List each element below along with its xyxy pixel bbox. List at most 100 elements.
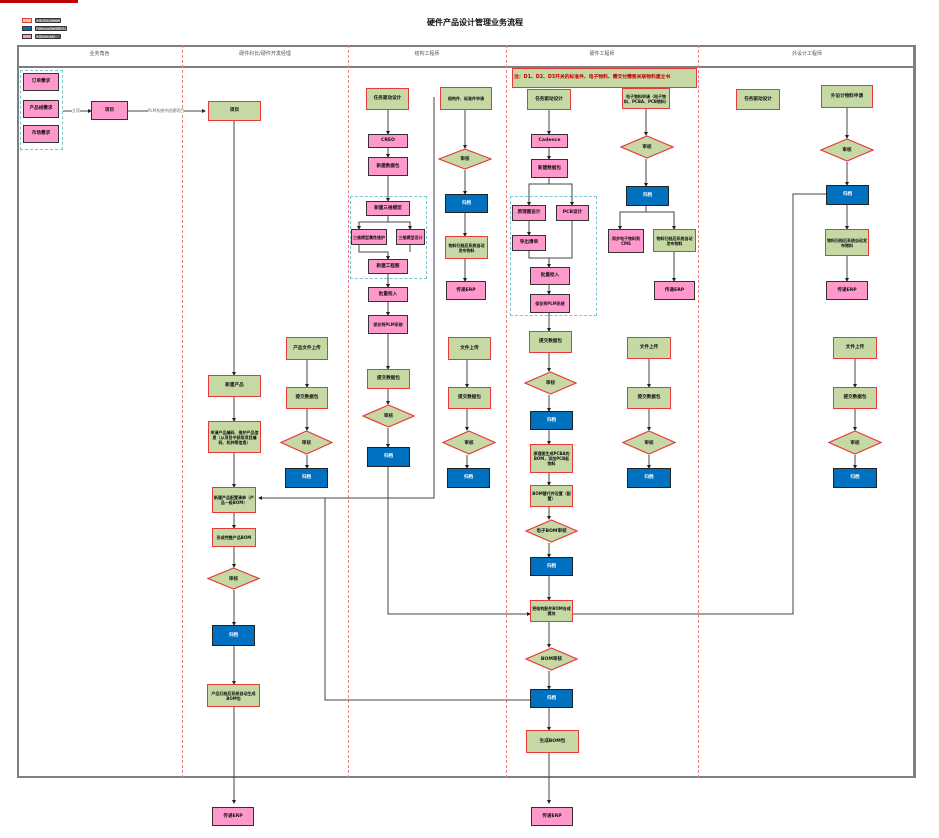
node-other-part-apply[interactable]: 外设计物料申请 [821, 85, 873, 108]
node-gen-pcba-bom[interactable]: 原理图生成PCBA的BOM，添加PCB板物料 [530, 444, 573, 473]
node-hw-checkin[interactable]: 批量检入 [530, 267, 570, 285]
lane-title-pm: 硬件科长/硬件开发经理 [239, 51, 291, 57]
node-new-3d-model[interactable]: 新建三维模型 [366, 201, 410, 216]
node-pm-review[interactable]: 审核 [207, 567, 260, 590]
node-hw-submit[interactable]: 提交数据包 [529, 331, 572, 353]
node-other-send-erp[interactable]: 传递ERP [826, 281, 868, 300]
node-project[interactable]: 项目 [208, 101, 261, 121]
node-mech-archive[interactable]: 归档 [367, 447, 410, 467]
node-hw-doc-submit[interactable]: 提交数据包 [627, 387, 671, 409]
node-3d-model-design[interactable]: 三维模型设计 [396, 229, 425, 245]
edge-other-to-merge [567, 193, 826, 616]
node-apply-product-code[interactable]: 申请产品编码、维护产品信息（从项目中获取项目编码、机种等信息） [208, 421, 261, 453]
node-other-doc-upload[interactable]: 文件上传 [833, 337, 877, 359]
node-mech-doc-review[interactable]: 审核 [442, 430, 496, 455]
node-auto-bom-package[interactable]: 产品归档后系统自动生成BOM包 [207, 684, 260, 707]
node-electronic-part-apply[interactable]: 电子物料申请（电子物料、PCBA、PCB物料） [622, 88, 670, 109]
legend-label: 业务活动/系统操作 [35, 17, 61, 23]
node-3d-attr-maintain[interactable]: 三维模型属性维护 [351, 229, 387, 245]
node-mech-submit[interactable]: 提交数据包 [367, 369, 410, 389]
node-mech-doc-upload[interactable]: 文件上传 [448, 337, 491, 360]
edge [358, 245, 390, 260]
node-hw-doc-archive[interactable]: 归档 [627, 468, 671, 488]
node-mech-new-package[interactable]: 新建数据包 [368, 157, 408, 176]
node-product-doc-review[interactable]: 审核 [280, 430, 333, 455]
node-other-doc-review[interactable]: 审核 [828, 430, 882, 455]
node-hw-archive[interactable]: 归档 [530, 411, 573, 430]
node-gen-bom-package[interactable]: 生成BOM包 [526, 730, 579, 753]
node-bom-archive[interactable]: 归档 [530, 689, 573, 708]
node-hw-doc-review[interactable]: 审核 [622, 430, 676, 455]
node-new-product[interactable]: 新建产品 [208, 375, 261, 397]
lane-title-hw: 硬件工程师 [589, 51, 615, 57]
node-hw-task-design[interactable]: 任务驱动设计 [527, 89, 571, 110]
node-creo[interactable]: CREO [368, 134, 408, 148]
node-order-demand[interactable]: 订单需求 [23, 73, 59, 91]
top-accent-bar [0, 0, 78, 3]
node-hw-send-erp[interactable]: 传递ERP [531, 807, 573, 826]
node-merge-module[interactable]: 把结构配件BOM合成模块 [530, 600, 573, 622]
node-mech-checkin[interactable]: 批量检入 [368, 287, 408, 302]
node-pcb-design[interactable]: PCB设计 [556, 205, 589, 221]
node-other-task-design[interactable]: 任务驱动设计 [736, 89, 780, 110]
node-other-auto-publish[interactable]: 物料归档后系统自动发布物料 [825, 229, 869, 256]
node-sync-cms[interactable]: 同步电子物料到CMS [608, 229, 644, 253]
node-label: 审核 [644, 440, 654, 446]
node-part-archive[interactable]: 归档 [445, 194, 488, 213]
node-mech-doc-archive[interactable]: 归档 [447, 468, 490, 488]
node-part-review[interactable]: 审核 [438, 148, 492, 170]
legend-label: 归档/PLM系统流程节点 [35, 25, 67, 31]
node-pm-archive[interactable]: 归档 [212, 625, 255, 646]
node-label: 审核 [464, 440, 474, 446]
node-form-complete-bom[interactable]: 形成完整产品BOM [212, 528, 256, 547]
node-electronic-auto-publish[interactable]: 物料归档后系统自动发布物料 [653, 229, 696, 252]
edge-label-create-project: PLM系统中创建项目 [148, 108, 185, 114]
node-other-doc-submit[interactable]: 提交数据包 [833, 387, 877, 409]
node-market-demand[interactable]: 市场需求 [23, 125, 59, 143]
node-part-apply[interactable]: 结构件、标准件申请 [440, 87, 492, 110]
node-project-source[interactable]: 项目 [91, 101, 128, 120]
node-product-doc-submit[interactable]: 提交数据包 [286, 387, 328, 409]
node-hw-doc-upload[interactable]: 文件上传 [627, 337, 671, 359]
node-pm-send-erp[interactable]: 传递ERP [212, 807, 254, 826]
node-electronic-part-archive[interactable]: 归档 [626, 186, 669, 206]
legend-swatch-archive [22, 25, 32, 31]
legend-swatch-system [22, 33, 32, 39]
node-mech-review[interactable]: 审核 [362, 404, 415, 428]
node-other-archive[interactable]: 归档 [826, 185, 869, 205]
node-cadence[interactable]: Cadence [531, 134, 568, 148]
node-part-auto-publish[interactable]: 物料归档后系统自动发布物料 [445, 236, 488, 259]
node-ebom-archive[interactable]: 归档 [530, 557, 573, 576]
node-product-doc-archive[interactable]: 归档 [285, 468, 328, 488]
node-schematic-design[interactable]: 原理图设计 [512, 205, 546, 221]
lane-divider [698, 45, 699, 778]
node-label: 电子BOM审核 [536, 529, 567, 534]
node-other-doc-archive[interactable]: 归档 [833, 468, 877, 488]
edge-mech-to-merge [387, 467, 531, 616]
node-part-send-erp[interactable]: 传递ERP [446, 281, 486, 300]
node-new-product-config[interactable]: 新建产品配置清单（产品一级BOM） [212, 487, 256, 513]
node-new-drawing[interactable]: 新建工程图 [368, 259, 408, 274]
node-bom-substitute[interactable]: BOM替代件设置（配置） [530, 485, 573, 507]
edge [357, 216, 389, 230]
swimlane-frame [17, 45, 916, 778]
node-electronic-part-review[interactable]: 审核 [620, 135, 674, 159]
node-hw-review[interactable]: 审核 [524, 371, 577, 395]
node-product-line-demand[interactable]: 产品线需求 [23, 100, 59, 118]
legend-item-task: 业务活动/系统操作 [22, 17, 61, 23]
node-label: 审核 [642, 145, 652, 150]
node-product-doc-upload[interactable]: 产品文件上传 [286, 337, 328, 360]
node-bom-review[interactable]: BOM审核 [525, 647, 578, 671]
node-mech-save-plm[interactable]: 保存到PLM系统 [368, 315, 408, 334]
node-hw-save-plm[interactable]: 保存到PLM系统 [530, 294, 570, 313]
node-hw-new-package[interactable]: 新建数据包 [531, 159, 568, 178]
node-other-review[interactable]: 审核 [820, 138, 874, 162]
node-export-list[interactable]: 导出清单 [512, 235, 546, 251]
node-mech-task-design[interactable]: 任务驱动设计 [366, 88, 409, 110]
edge [388, 221, 412, 230]
node-ebom-review[interactable]: 电子BOM审核 [525, 519, 578, 543]
node-mech-doc-submit[interactable]: 提交数据包 [448, 387, 491, 409]
node-electronic-send-erp[interactable]: 传递ERP [654, 281, 695, 300]
